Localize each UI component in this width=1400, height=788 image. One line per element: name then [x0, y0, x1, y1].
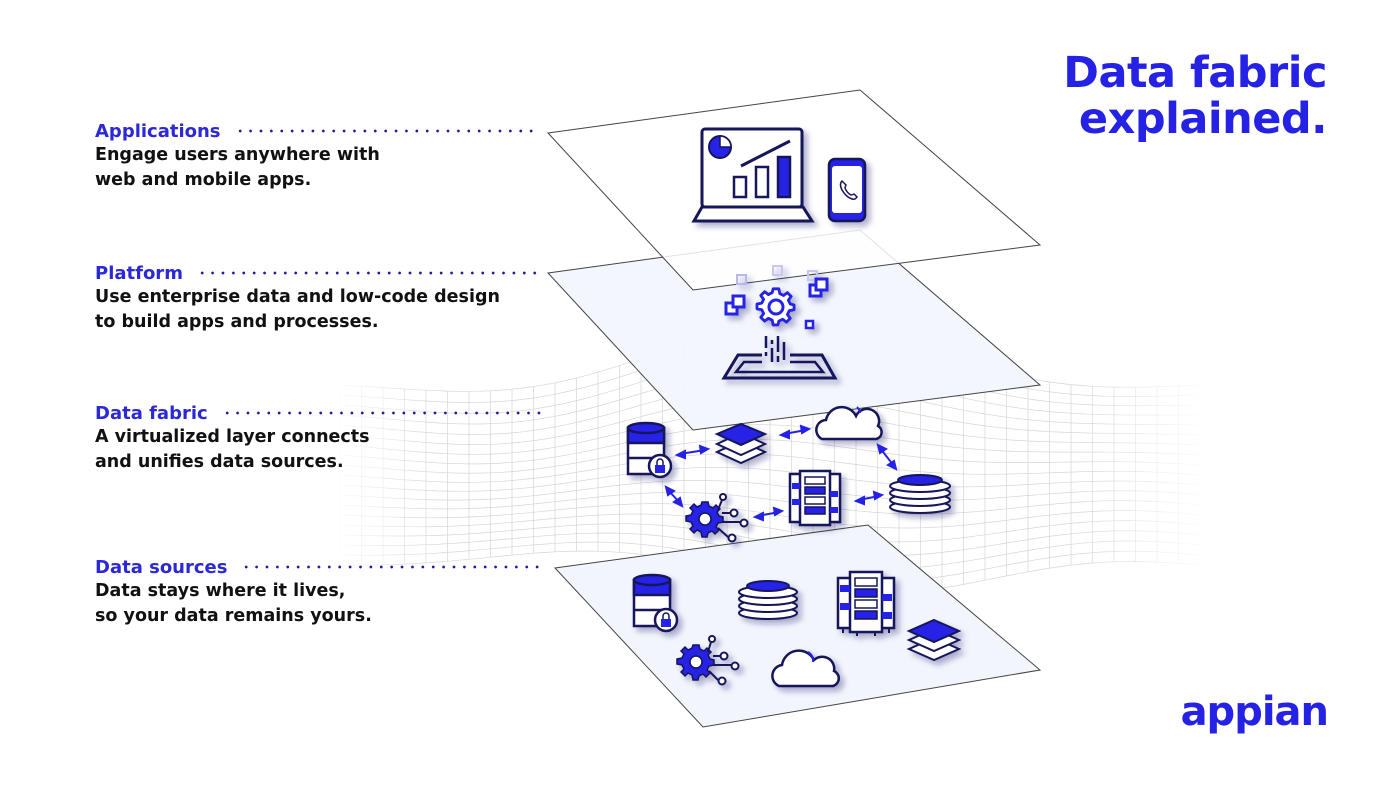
low-code-gear-icon: [721, 265, 838, 380]
database-cluster-icon: [889, 474, 951, 514]
layer-name: Data fabric: [95, 402, 208, 424]
server-rack-icon: [836, 570, 896, 636]
smartphone-icon: [827, 157, 867, 223]
dotted-leader: [221, 411, 542, 415]
layer-name: Platform: [95, 262, 183, 284]
layer-label-platform: Platform Use enterprise data and low-cod…: [95, 261, 537, 335]
arrow-layers-cloud: [778, 424, 812, 440]
arrow-db-gear: [664, 485, 684, 508]
layer-label-data-sources: Data sources Data stays where it lives, …: [95, 555, 542, 629]
secure-database-icon: [626, 421, 673, 479]
description-line: web and mobile apps.: [95, 170, 312, 190]
layers-icon: [906, 618, 962, 662]
server-rack-icon: [788, 469, 842, 527]
plane-data-sources: [553, 524, 1042, 728]
layer-name: Applications: [95, 120, 221, 142]
layer-label-data-fabric: Data fabric A virtualized layer connects…: [95, 401, 542, 475]
layer-label-applications: Applications Engage users anywhere with …: [95, 119, 540, 193]
layer-description: Engage users anywhere with web and mobil…: [95, 143, 540, 193]
layer-description: A virtualized layer connects and unifies…: [95, 425, 542, 475]
dotted-leader: [241, 565, 542, 569]
dotted-leader: [196, 271, 537, 275]
description-line: Data stays where it lives,: [95, 581, 346, 601]
dotted-leader: [234, 129, 540, 133]
description-line: Use enterprise data and low-code design: [95, 287, 500, 307]
layers-icon: [714, 422, 768, 465]
description-line: Engage users anywhere with: [95, 145, 380, 165]
appian-logo: appian: [1180, 689, 1329, 735]
layer-description: Data stays where it lives, so your data …: [95, 579, 541, 629]
layer-name: Data sources: [95, 556, 228, 578]
cloud-icon: [815, 405, 883, 441]
gear-network-icon: [676, 635, 740, 686]
gear-network-icon: [685, 493, 749, 543]
arrow-cloud-cluster: [876, 443, 898, 471]
arrow-db-layers: [674, 444, 711, 460]
title-line-2: explained.: [1078, 94, 1328, 144]
page-title: Data fabric explained.: [1063, 50, 1327, 142]
arrow-rack-cluster: [853, 490, 885, 506]
title-line-1: Data fabric: [1063, 48, 1327, 98]
cloud-icon: [771, 649, 840, 688]
connection-arrows: [664, 424, 898, 522]
description-line: to build apps and processes.: [95, 312, 379, 332]
secure-database-icon: [632, 573, 679, 633]
description-line: so your data remains yours.: [95, 606, 372, 626]
laptop-chart-icon: [691, 127, 815, 223]
description-line: A virtualized layer connects: [95, 427, 370, 447]
description-line: and unifies data sources.: [95, 452, 344, 472]
database-cluster-icon: [738, 580, 798, 620]
layer-description: Use enterprise data and low-code design …: [95, 285, 537, 335]
arrow-gear-rack: [752, 506, 785, 522]
